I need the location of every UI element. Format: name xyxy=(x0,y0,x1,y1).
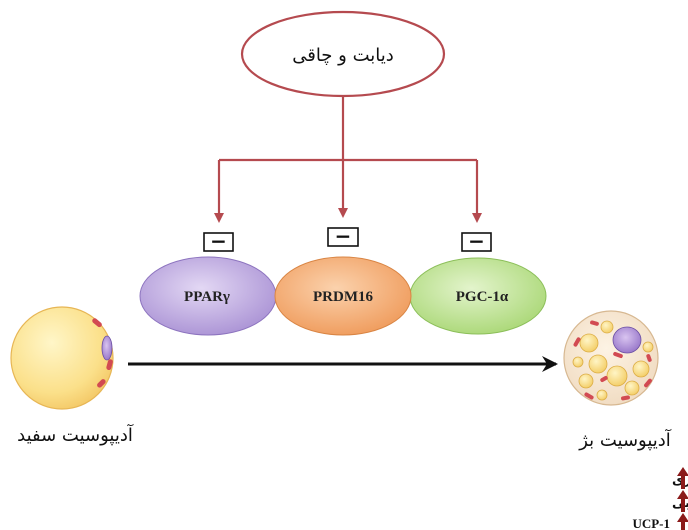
inhibit-box-prdm16-frame xyxy=(327,227,359,247)
white-adipocyte-icon xyxy=(10,306,114,410)
beige-droplet-1 xyxy=(579,333,599,353)
diabetes-obesity-label: دیابت و چاقی xyxy=(292,45,394,66)
inhibit-box-pgc: − xyxy=(461,229,492,253)
inhibit-symbol-prdm16: − xyxy=(335,224,352,248)
outcome-mitochondria: تعداد میتوکندری xyxy=(672,467,688,489)
white-mito-1 xyxy=(92,318,102,328)
up-arrow-icon xyxy=(677,513,688,530)
beige-droplet-7 xyxy=(600,320,614,334)
outcome-ucp1: UCP-1 xyxy=(632,513,688,530)
prdm16-label: PRDM16 xyxy=(313,289,373,305)
white-adipocyte-nucleus xyxy=(101,335,113,361)
beige-adipocyte-icon xyxy=(563,310,659,406)
beige-mito-7 xyxy=(646,354,652,362)
beige-droplet-6 xyxy=(578,373,594,389)
beige-droplet-10 xyxy=(596,389,608,401)
beige-mito-5 xyxy=(590,320,599,326)
outcome-lipid-vacuoles: تعداد واکوئل چربی xyxy=(672,490,688,512)
diabetes-obesity-node: دیابت و چاقی xyxy=(240,10,446,98)
prdm16-ellipse xyxy=(274,256,412,336)
up-arrow-icon xyxy=(677,490,688,512)
inhibit-box-ppar: − xyxy=(203,229,234,253)
inhibit-box-prdm16: − xyxy=(327,224,359,248)
white-adipocyte-label: آدیپوسیت سفید xyxy=(17,423,134,446)
beige-droplet-8 xyxy=(642,341,654,353)
beige-droplet-9 xyxy=(572,356,584,368)
beige-droplet-2 xyxy=(588,354,608,374)
beige-mito-6 xyxy=(621,395,630,401)
outcome-ucp1-label: UCP-1 xyxy=(632,516,670,530)
factor-pgc1a: PGC-1α xyxy=(409,257,547,335)
beige-droplet-5 xyxy=(624,380,640,396)
beige-mito-4 xyxy=(644,378,652,388)
beige-mito-1 xyxy=(573,337,581,347)
factor-ppar-gamma: PPARγ xyxy=(139,256,277,336)
beige-mito-3 xyxy=(584,392,594,400)
beige-mito-8 xyxy=(600,376,608,382)
inhibit-box-pgc-frame xyxy=(461,232,492,252)
inhibition-arrows xyxy=(214,96,482,223)
beige-adipocyte-label: آدیپوسیت بژ xyxy=(578,428,672,451)
up-arrow-icon xyxy=(677,467,688,489)
inhibit-box-ppar-frame xyxy=(203,232,234,252)
white-mito-3 xyxy=(97,379,106,388)
beige-mito-2 xyxy=(613,351,623,359)
white-mito-2 xyxy=(106,359,113,371)
pgc1a-label: PGC-1α xyxy=(456,289,509,305)
ppar-gamma-label: PPARγ xyxy=(184,289,230,305)
beige-droplet-3 xyxy=(606,365,628,387)
inhibit-symbol-pgc: − xyxy=(468,229,485,253)
inhibit-symbol-ppar: − xyxy=(210,229,227,253)
white-adipocyte-cell xyxy=(10,306,114,410)
factor-prdm16: PRDM16 xyxy=(274,256,412,336)
beige-nucleus xyxy=(612,326,642,354)
beige-droplet-4 xyxy=(632,360,650,378)
